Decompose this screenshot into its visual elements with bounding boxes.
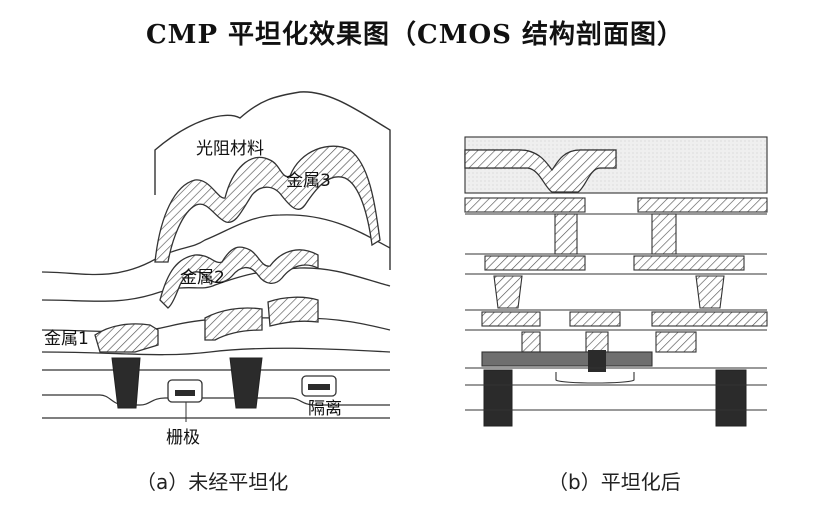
label-photoresist: 光阻材料 xyxy=(196,139,264,159)
metal2-strip-left xyxy=(484,255,586,271)
caption-a: （a）未经平坦化 xyxy=(136,470,289,494)
gate-contact-dark xyxy=(588,350,606,372)
via1-b xyxy=(585,331,609,353)
metal3-strip-right xyxy=(637,197,768,213)
label-gate: 栅极 xyxy=(166,428,200,448)
via2-left xyxy=(493,275,523,309)
gate-well-outline xyxy=(555,372,635,384)
label-metal2: 金属2 xyxy=(180,268,225,288)
metal1-middle xyxy=(204,307,263,341)
gate-level-bar xyxy=(481,351,653,367)
via1-c xyxy=(655,331,697,353)
surface-line-top xyxy=(41,214,391,276)
deep-contact-right xyxy=(715,369,747,427)
gate-structure xyxy=(167,379,203,403)
panel-b-planarized xyxy=(464,136,768,427)
via3-left xyxy=(554,213,578,255)
surface-line-4 xyxy=(41,347,391,356)
metal2-strip-right xyxy=(633,255,745,271)
metal1-strip-a xyxy=(481,311,541,327)
metal3-layer xyxy=(154,145,381,263)
contact-plug-left xyxy=(111,357,141,409)
metal1-right xyxy=(267,296,319,327)
label-isolation: 隔离 xyxy=(308,399,342,419)
via1-a xyxy=(521,331,541,353)
metal1-strip-b xyxy=(569,311,621,327)
metal2-layer xyxy=(159,246,319,309)
panel-a-unplanarized: 光阻材料 金属3 金属2 金属1 栅极 隔离 xyxy=(41,91,391,448)
metal1-left xyxy=(94,323,159,353)
contact-plug-right xyxy=(229,357,263,409)
label-metal3: 金属3 xyxy=(286,171,331,191)
top-metal-feature-overlay xyxy=(464,149,617,193)
via3-right xyxy=(651,213,677,255)
photoresist-outline xyxy=(154,91,391,270)
surface-line-2 xyxy=(41,267,391,302)
deep-contact-left xyxy=(483,369,513,427)
substrate-line xyxy=(42,394,390,406)
figure-title: CMP 平坦化效果图（CMOS 结构剖面图） xyxy=(145,20,685,50)
metal1-strip-c xyxy=(651,311,768,327)
via2-right xyxy=(695,275,725,309)
metal3-strip-left xyxy=(464,197,586,213)
caption-b: （b）平坦化后 xyxy=(548,470,681,494)
isolation-structure xyxy=(301,375,337,397)
label-metal1: 金属1 xyxy=(44,329,89,349)
